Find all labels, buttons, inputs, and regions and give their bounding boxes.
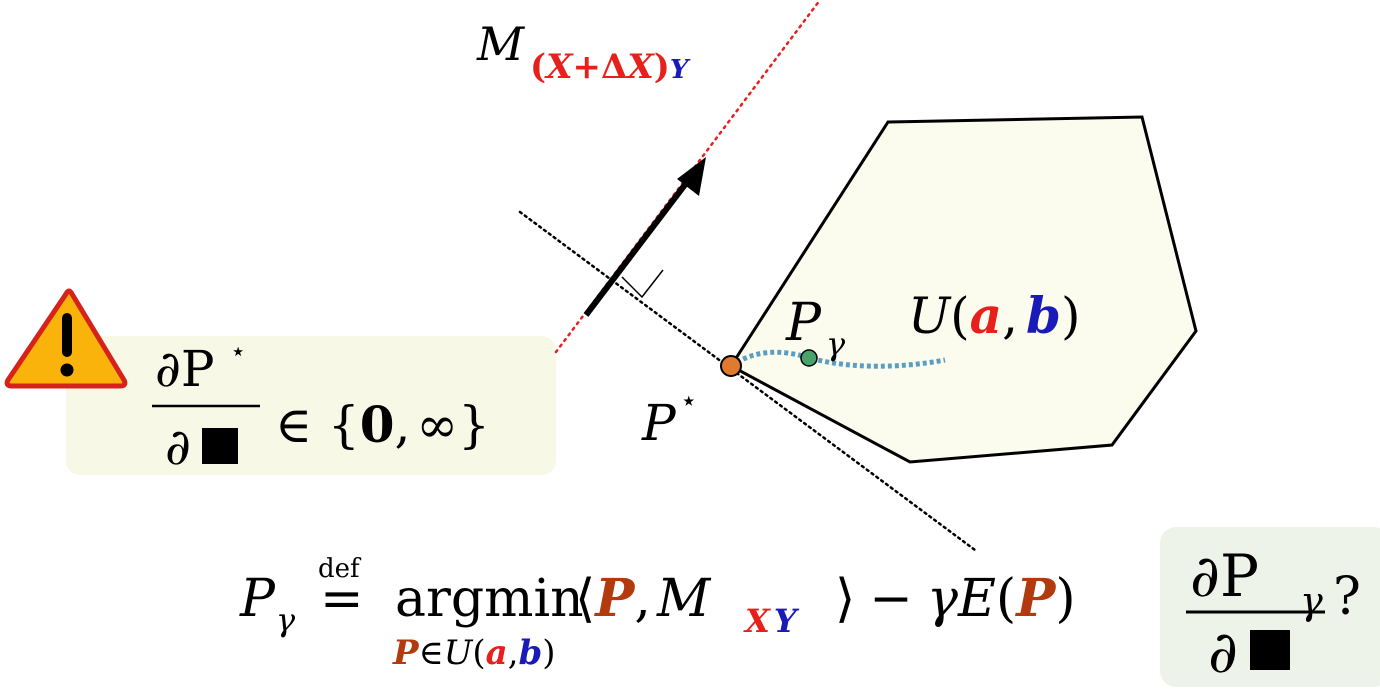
right-angle-marker: [621, 269, 664, 299]
warning-formula: ∂P ⋆ ∂ ∈ {0,∞}: [152, 337, 490, 476]
svg-text:∂P: ∂P: [1190, 542, 1259, 610]
warning-icon: [4, 288, 128, 389]
svg-text:γ: γ: [1300, 579, 1323, 623]
feasible-polygon: [728, 115, 1198, 464]
question-box: [1160, 527, 1380, 687]
svg-text:=: =: [320, 569, 364, 629]
svg-text:U(a,b): U(a,b): [908, 286, 1080, 345]
direction-arrow-shaft: [583, 176, 693, 317]
svg-text:def: def: [318, 554, 362, 584]
svg-text:∂: ∂: [165, 418, 191, 476]
p-gamma-label: P γ: [785, 293, 846, 363]
square-symbol: [202, 428, 238, 464]
regularization-path: [729, 349, 946, 369]
svg-text:⋆: ⋆: [230, 337, 246, 367]
svg-text:P∈U(a,b): P∈U(a,b): [392, 633, 556, 673]
svg-text:(X+ΔX)Y: (X+ΔX)Y: [530, 47, 691, 87]
svg-text:∂P: ∂P: [155, 340, 215, 398]
svg-text:∈ {0,∞}: ∈ {0,∞}: [275, 395, 490, 454]
u-set-label: U(a,b): [908, 286, 1080, 345]
svg-text:XY: XY: [743, 602, 800, 640]
p-gamma-dot: [800, 349, 818, 367]
p-star-label: P ⋆: [641, 384, 698, 452]
p-star-dot: [720, 355, 742, 377]
svg-text:P: P: [785, 293, 822, 353]
svg-text:?: ?: [1333, 567, 1361, 627]
svg-text:γ: γ: [276, 601, 296, 639]
square-symbol: [1250, 630, 1290, 670]
svg-text:⟩−γE(P): ⟩−γE(P): [835, 568, 1076, 629]
svg-text:⟨P,M: ⟨P,M: [575, 568, 712, 629]
svg-text:∂: ∂: [1208, 618, 1238, 686]
svg-text:γ: γ: [826, 325, 846, 363]
svg-text:P: P: [641, 394, 677, 452]
m-perturbed-label: M (X+ΔX)Y: [476, 17, 691, 87]
svg-text:⋆: ⋆: [680, 384, 698, 417]
warning-box: [66, 336, 556, 475]
svg-text:M: M: [476, 17, 526, 71]
direction-arrow-head: [677, 157, 706, 196]
svg-text:P: P: [239, 569, 276, 629]
question-formula: ∂P γ ∂ ?: [1186, 542, 1361, 686]
tangent-line: [518, 210, 977, 552]
svg-text:argmin: argmin: [395, 569, 584, 629]
